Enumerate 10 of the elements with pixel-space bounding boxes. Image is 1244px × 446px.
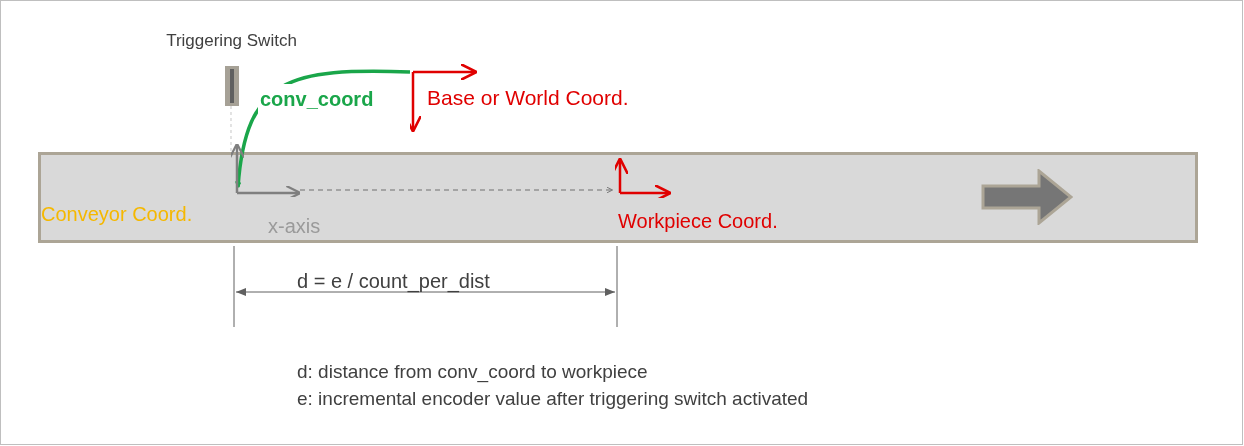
note-text: e: incremental encoder value after triggering switch activated <box>297 387 809 411</box>
arrow <box>299 186 614 194</box>
switch-label: Triggering Switch <box>166 30 297 52</box>
frame-label: Base or World Coord. <box>427 85 629 111</box>
dimension-label: d = e / count_per_dist <box>297 269 490 295</box>
edge-label: conv_coord <box>258 84 376 114</box>
axis-label: x-axis <box>268 214 321 239</box>
note-text: d: distance from conv_coord to workpiece <box>297 360 649 385</box>
frame-label: Workpiece Coord. <box>618 209 778 234</box>
frame-label: Conveyor Coord. <box>41 202 193 227</box>
